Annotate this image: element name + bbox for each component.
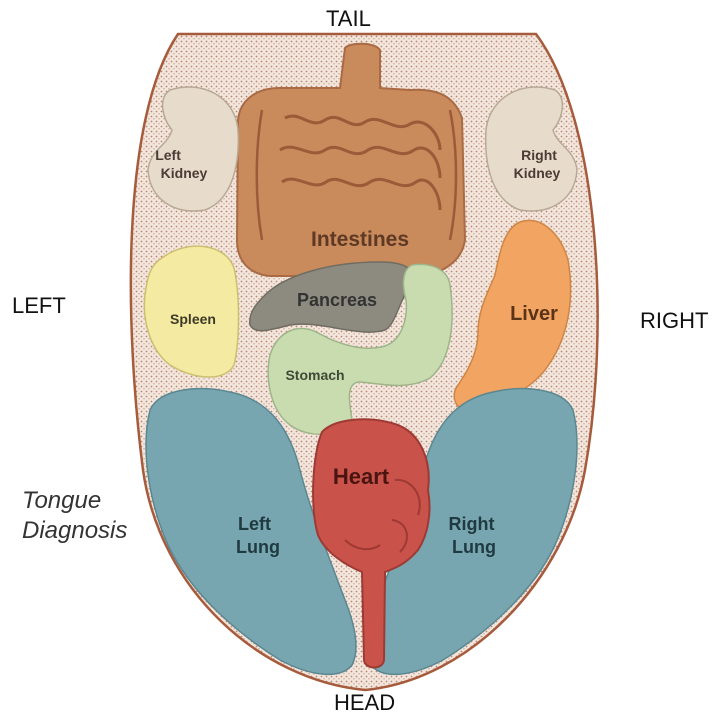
left-direction-label: LEFT — [12, 293, 66, 319]
caption-line-1: Tongue — [22, 486, 127, 516]
caption-line-2: Diagnosis — [22, 516, 127, 546]
tail-direction-label: TAIL — [326, 6, 371, 32]
diagram-caption: Tongue Diagnosis — [22, 486, 127, 546]
spleen-label: Spleen — [170, 311, 216, 327]
liver-label: Liver — [510, 303, 558, 325]
intestines-label: Intestines — [311, 228, 409, 251]
head-direction-label: HEAD — [334, 690, 395, 716]
stomach-label: Stomach — [285, 367, 344, 383]
heart-label: Heart — [333, 464, 390, 489]
pancreas-label: Pancreas — [297, 290, 377, 310]
right-direction-label: RIGHT — [640, 308, 708, 334]
